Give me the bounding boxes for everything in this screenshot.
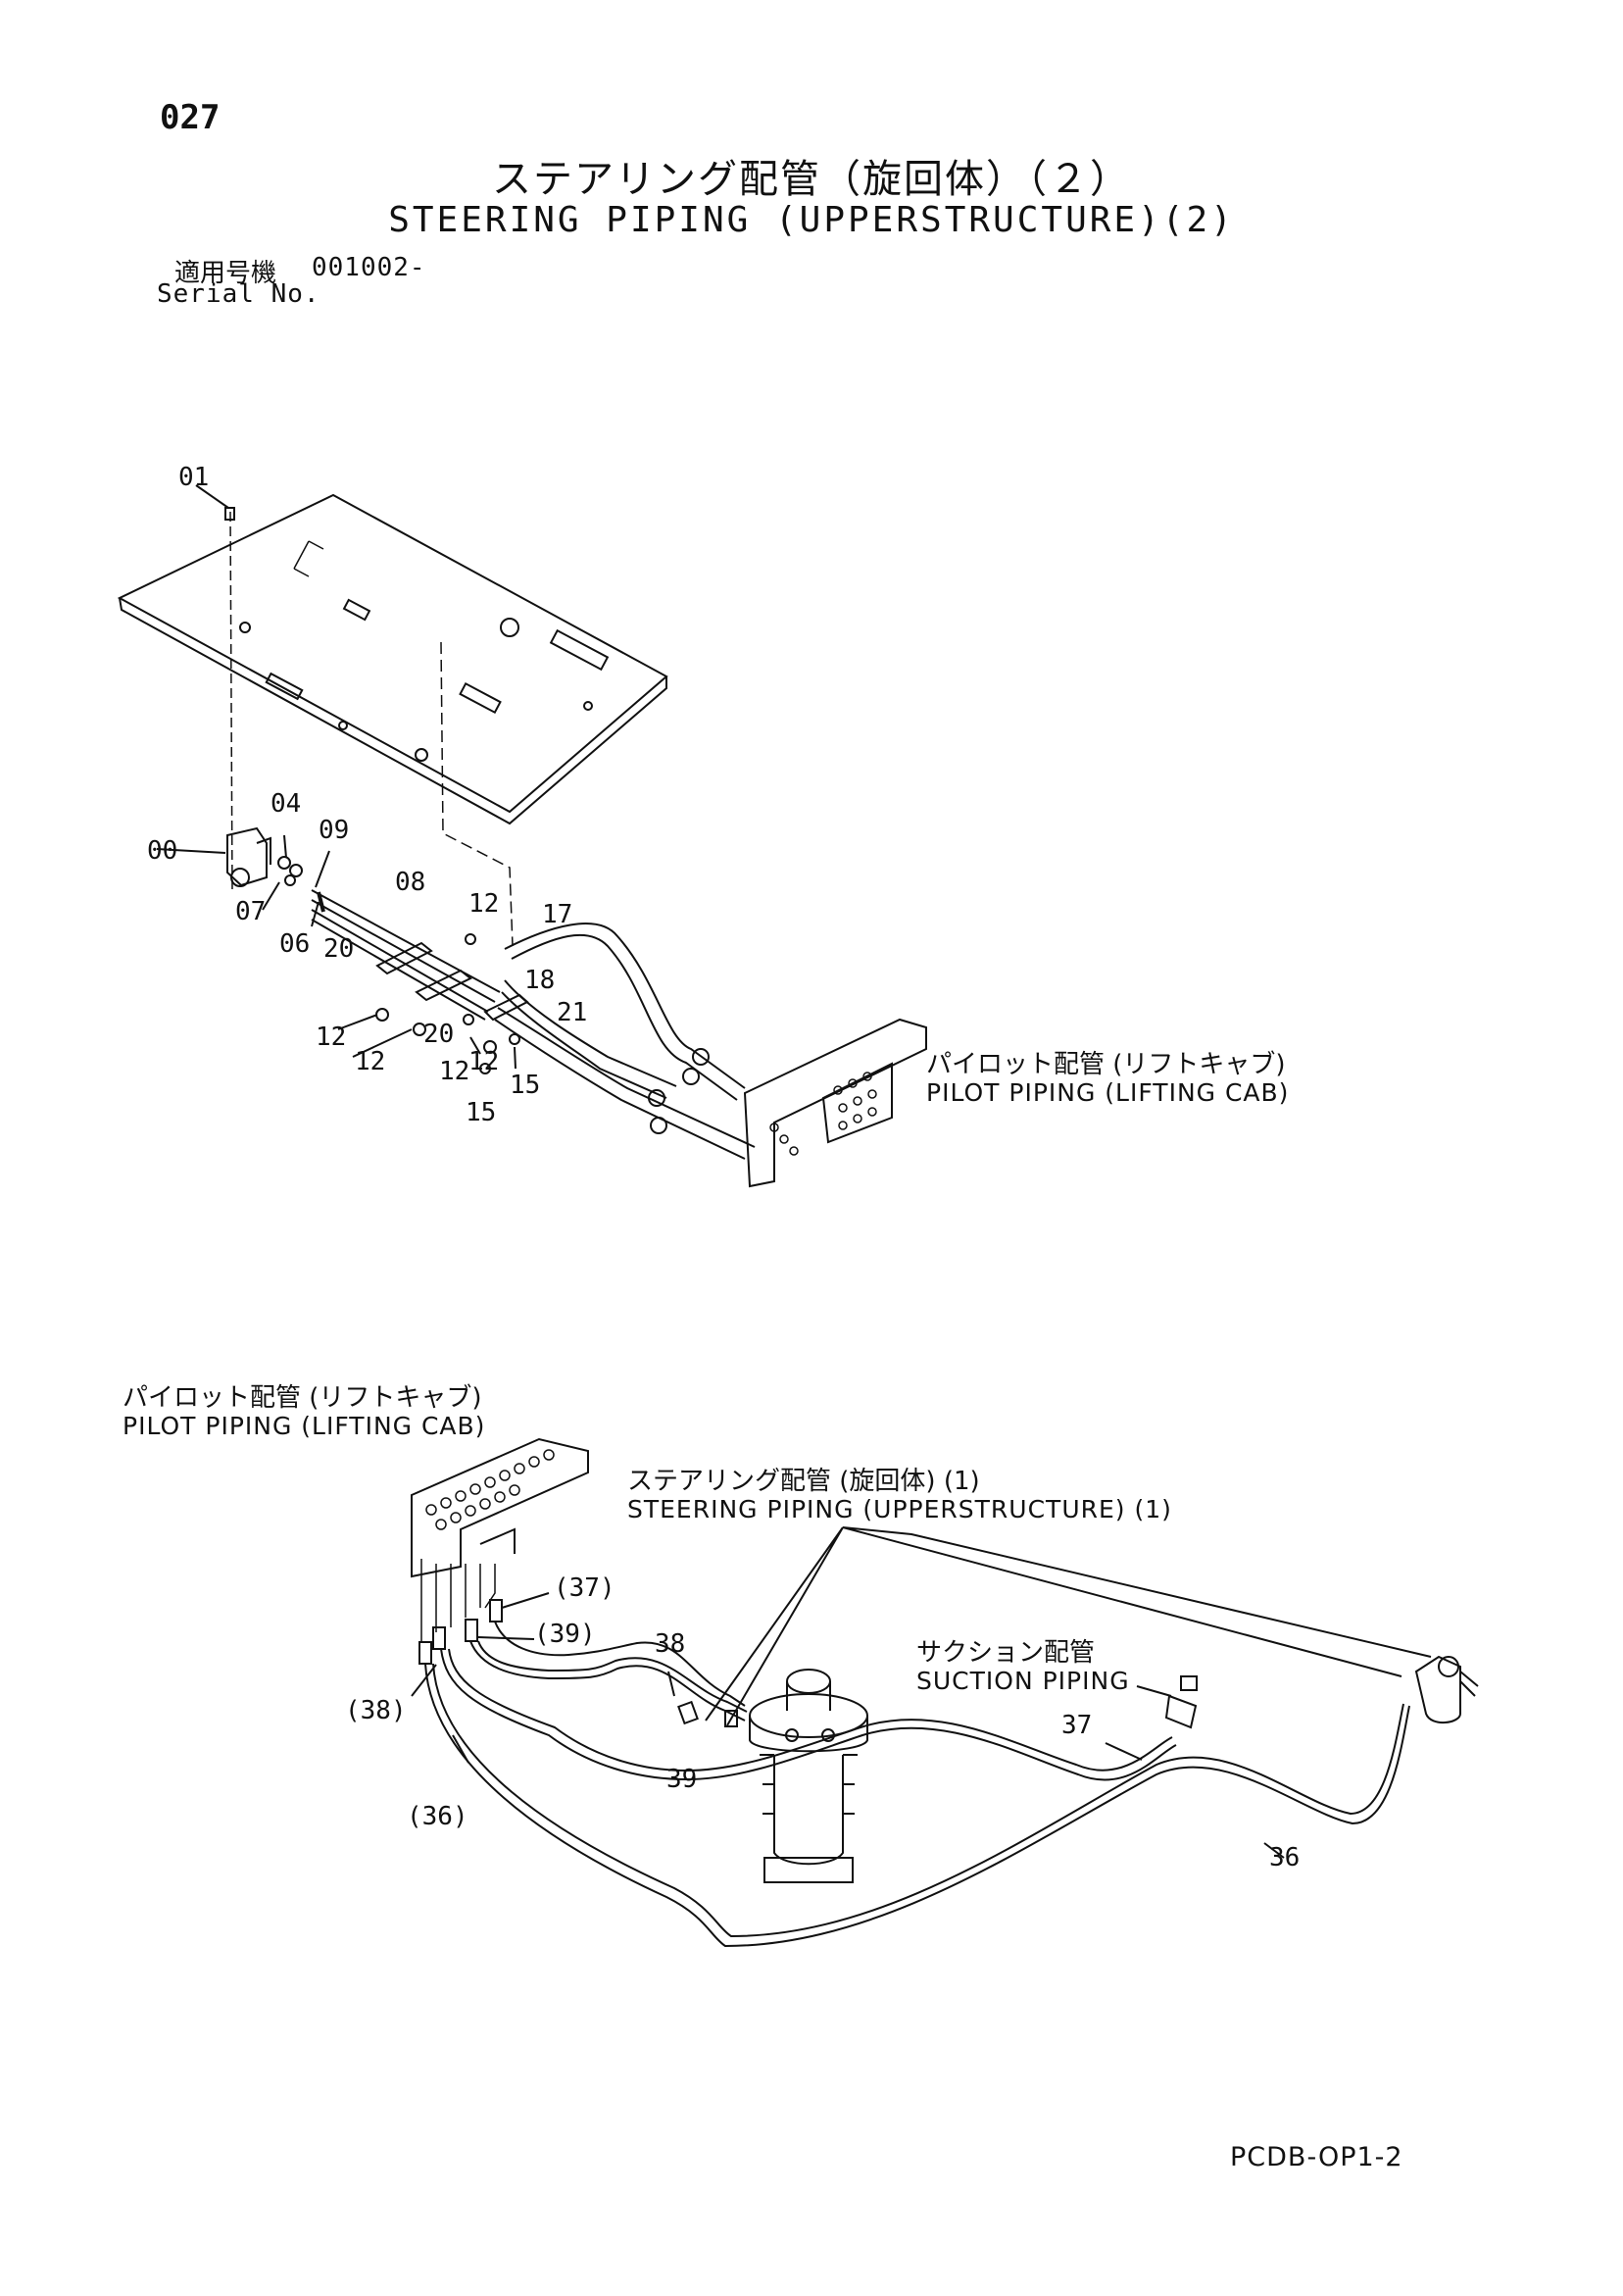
floor-plate-edge xyxy=(119,597,667,825)
document-code: PCDB-OP1-2 xyxy=(1230,2142,1403,2172)
suction-caption-japanese: サクション配管 xyxy=(916,1638,1096,1668)
bottom-pilot-caption-japanese: パイロット配管 (リフトキャブ) xyxy=(123,1383,482,1413)
hose-39 xyxy=(469,1640,746,1722)
callout-15-b: 15 xyxy=(466,1098,497,1127)
top-caption-japanese: パイロット配管 (リフトキャブ) xyxy=(926,1050,1286,1079)
suction-caption-english: SUCTION PIPING xyxy=(916,1667,1130,1695)
callout-01: 01 xyxy=(178,463,210,492)
callout-20-b: 20 xyxy=(423,1020,455,1049)
callout-12-a: 12 xyxy=(468,889,500,919)
top-caption-english: PILOT PIPING (LIFTING CAB) xyxy=(926,1078,1290,1107)
callout-08: 08 xyxy=(395,868,426,897)
serial-value: 001002- xyxy=(312,253,426,282)
steering-caption-english: STEERING PIPING (UPPERSTRUCTURE) (1) xyxy=(627,1495,1172,1523)
hose-long-a xyxy=(504,923,746,1089)
pilot-block xyxy=(411,1437,589,1578)
hose-38 xyxy=(440,1648,1177,1781)
callout-07: 07 xyxy=(235,897,267,926)
hose-08 xyxy=(311,889,501,1021)
callout-12-b: 12 xyxy=(316,1023,347,1052)
callout-39: 39 xyxy=(666,1765,698,1794)
page-number: 027 xyxy=(160,98,221,137)
callout-38: 38 xyxy=(655,1629,686,1659)
hose-36 xyxy=(424,1663,1410,1948)
callout-37-paren: (37) xyxy=(554,1573,615,1603)
callout-12-e: 12 xyxy=(468,1047,500,1076)
callout-38-paren: (38) xyxy=(345,1696,407,1725)
callout-06: 06 xyxy=(279,929,311,959)
callout-17: 17 xyxy=(542,900,573,929)
callout-12-c: 12 xyxy=(355,1047,386,1076)
steering-caption-japanese: ステアリング配管 (旋回体) (1) xyxy=(627,1467,980,1496)
lifting-cab-block xyxy=(743,1018,927,1188)
callout-00: 00 xyxy=(147,836,178,866)
callout-04: 04 xyxy=(270,789,302,819)
callout-09: 09 xyxy=(319,816,350,845)
callout-18: 18 xyxy=(524,966,556,995)
callout-20-a: 20 xyxy=(323,934,355,964)
callout-36: 36 xyxy=(1269,1843,1301,1872)
callout-36-paren: (36) xyxy=(407,1802,468,1831)
serial-label-english: Serial No. xyxy=(157,279,320,309)
callout-12-d: 12 xyxy=(439,1057,470,1086)
callout-37: 37 xyxy=(1061,1711,1093,1740)
title-english: STEERING PIPING (UPPERSTRUCTURE)(2) xyxy=(388,200,1235,240)
callout-15-a: 15 xyxy=(510,1071,541,1100)
title-japanese: ステアリング配管（旋回体）（２） xyxy=(492,157,1131,202)
callout-21: 21 xyxy=(557,998,588,1027)
swivel-joint xyxy=(749,1669,868,1883)
valve-block xyxy=(226,826,268,887)
callout-39-paren: (39) xyxy=(534,1620,596,1649)
serial-label-japanese: 適用号機 xyxy=(174,259,277,288)
bottom-pilot-caption-english: PILOT PIPING (LIFTING CAB) xyxy=(123,1412,486,1440)
